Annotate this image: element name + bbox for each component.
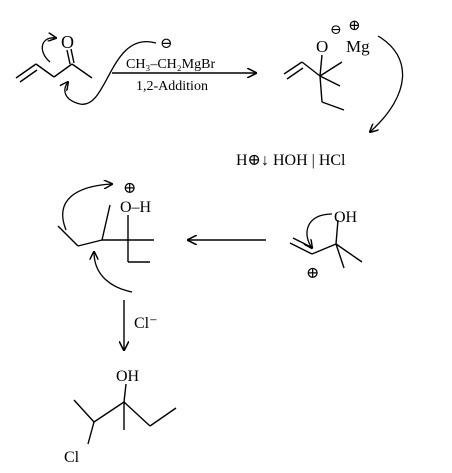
curved-arrow-nucleophilic-attack: [65, 40, 157, 105]
carbonyl-oxygen-label: O: [61, 32, 74, 52]
oxonium-charge-label: ⊕: [123, 180, 136, 197]
nucleophile-charge-label: ⊖: [160, 36, 173, 52]
curved-arrow-workup: [370, 35, 404, 132]
allyl-hydroxyl-label: OH: [334, 209, 358, 226]
chloride-reagent-label: Cl⁻: [134, 315, 158, 332]
reaction-type-label: 1,2-Addition: [136, 79, 208, 94]
product-skeleton: [73, 383, 177, 445]
curved-arrow-chloride-attack: [94, 252, 133, 293]
workup-conditions-label: H⊕↓ HOH | HCl: [236, 152, 346, 169]
curved-arrow-carbonyl-to-oxygen: [41, 38, 56, 63]
magnesium-cation-charge: ⊕: [348, 18, 361, 34]
magnesium-label: Mg: [346, 37, 370, 56]
curved-arrow-methyl-shift: [62, 184, 112, 231]
product-chlorine-label: Cl: [64, 449, 80, 466]
grignard-reagent-label: CH₃–CH₂MgBr: [126, 57, 215, 72]
alkoxide-skeleton: [283, 54, 345, 111]
oxonium-skeleton: [57, 204, 154, 263]
allylic-cation-skeleton: [289, 219, 363, 269]
allyl-cation-charge: ⊕: [306, 265, 319, 282]
methyl-vinyl-ketone: [15, 48, 93, 83]
alkoxide-anion-charge: ⊖: [330, 23, 342, 38]
product-hydroxyl-label: OH: [116, 368, 140, 385]
curved-arrow-hydride-shift: [307, 213, 333, 248]
oxonium-group-label: O–H: [120, 199, 152, 216]
alkoxide-oxygen-label: O: [316, 37, 328, 56]
